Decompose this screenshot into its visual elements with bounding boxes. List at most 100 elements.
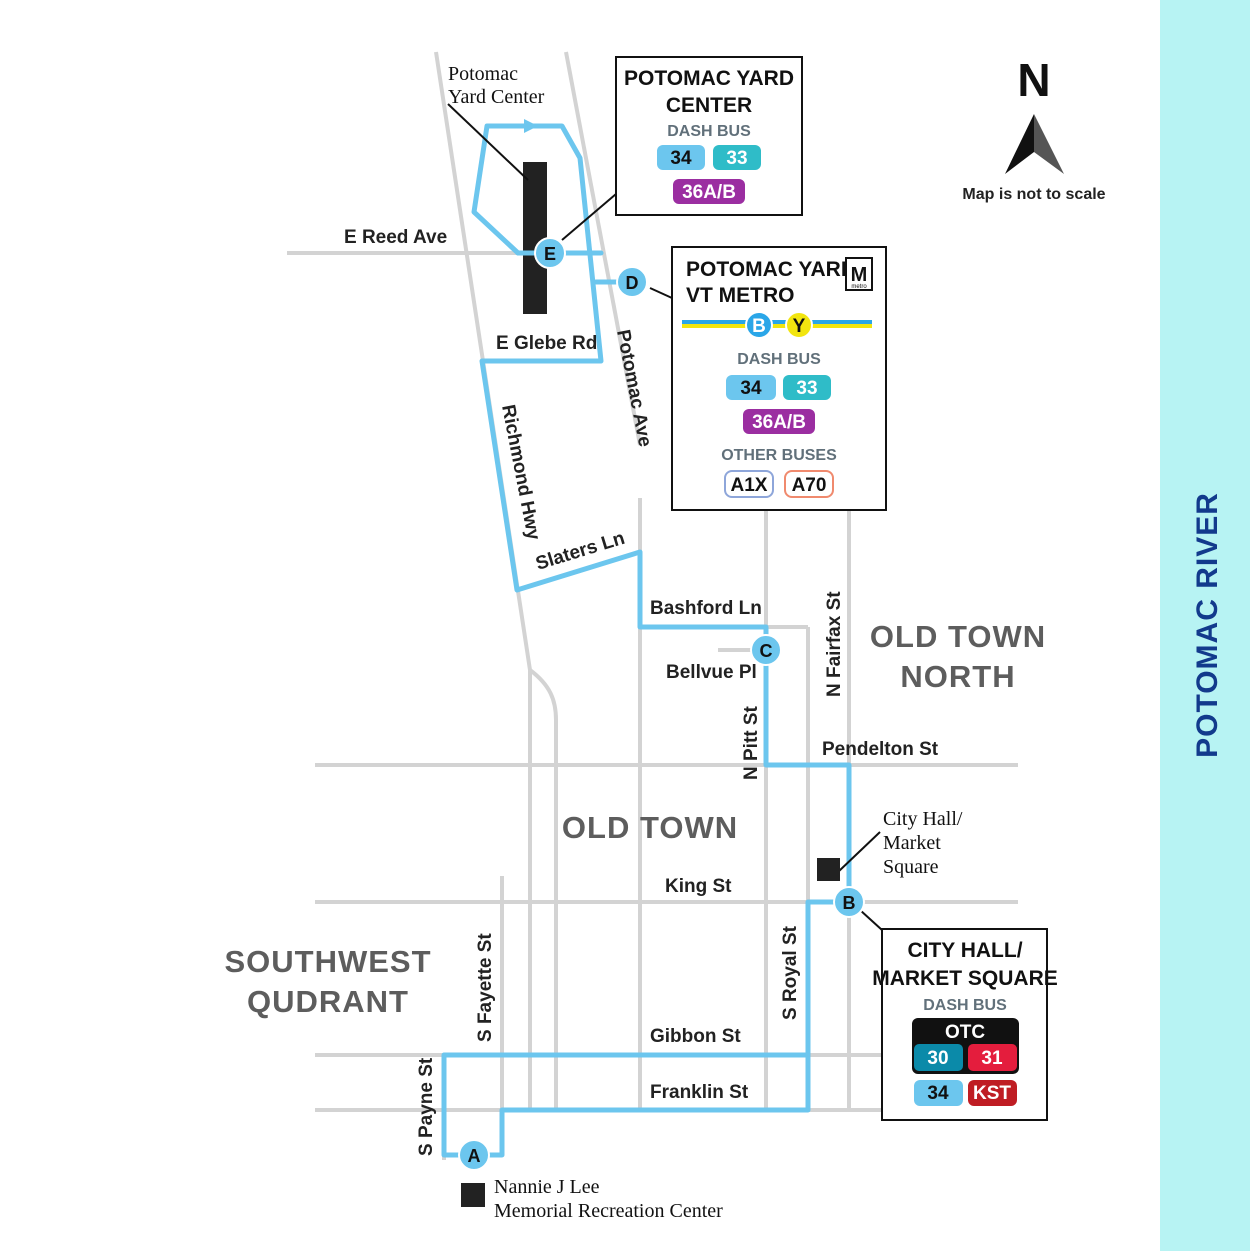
- stop-e[interactable]: E: [534, 237, 566, 269]
- label-potomac-ave: Potomac Ave: [612, 328, 655, 449]
- compass-arrow-left-icon: [1005, 114, 1034, 174]
- stop-c-label: C: [760, 641, 773, 661]
- svg-text:A1X: A1X: [731, 475, 768, 496]
- label-franklin-st: Franklin St: [650, 1082, 749, 1103]
- svg-text:36A/B: 36A/B: [682, 182, 736, 203]
- district-southwest-line1: SOUTHWEST: [224, 944, 431, 979]
- place-nannie-lee-line1: Nannie J Lee: [494, 1176, 600, 1198]
- svg-text:33: 33: [726, 148, 747, 169]
- place-city-hall-line3: Square: [883, 856, 939, 878]
- vt-metro-dash-label: DASH BUS: [737, 351, 821, 368]
- info-box-vt-metro: POTOMAC YARD – VT METRO M metro B Y DASH…: [671, 246, 887, 511]
- svg-text:34: 34: [740, 378, 762, 399]
- north-arrow: N Map is not to scale: [962, 54, 1105, 203]
- city-hall-marker: [817, 858, 840, 881]
- vt-metro-title-line2: VT METRO: [686, 284, 795, 307]
- svg-text:A70: A70: [792, 475, 827, 496]
- scale-note: Map is not to scale: [962, 186, 1105, 203]
- place-nannie-lee-line2: Memorial Recreation Center: [494, 1200, 723, 1222]
- svg-text:33: 33: [796, 378, 817, 399]
- badge-31: [968, 1044, 1017, 1071]
- potomac-river: [1160, 0, 1250, 1251]
- route-direction-arrow-icon: [524, 119, 538, 133]
- badge-a1x[interactable]: A1X: [724, 470, 774, 498]
- street-potomac-ave: [564, 51, 642, 446]
- nannie-lee-marker: [461, 1183, 485, 1207]
- metro-line-b[interactable]: B: [745, 311, 773, 339]
- stop-d-label: D: [626, 273, 639, 293]
- badge-34[interactable]: 34: [657, 145, 705, 170]
- place-city-hall-line2: Market: [883, 832, 941, 854]
- city-hall-title-line1: CITY HALL/: [907, 939, 1022, 962]
- svg-text:M: M: [851, 264, 868, 286]
- district-southwest-line2: QUDRANT: [247, 984, 409, 1019]
- place-city-hall-line1: City Hall/: [883, 808, 963, 830]
- badge-34[interactable]: 34: [726, 375, 776, 400]
- label-s-fayette-st: S Fayette St: [475, 933, 496, 1042]
- yard-center-title-line2: CENTER: [666, 94, 752, 117]
- district-old-town-north-line2: NORTH: [900, 659, 1015, 694]
- label-n-fairfax-st: N Fairfax St: [824, 591, 845, 697]
- stop-b[interactable]: B: [833, 886, 865, 918]
- badge-34[interactable]: 34: [914, 1080, 963, 1106]
- svg-text:metro: metro: [851, 284, 867, 290]
- svg-text:36A/B: 36A/B: [752, 412, 806, 433]
- badge-36ab[interactable]: 36A/B: [743, 409, 815, 434]
- label-bashford-ln: Bashford Ln: [650, 598, 762, 619]
- stop-a[interactable]: A: [458, 1139, 490, 1171]
- label-s-royal-st: S Royal St: [780, 925, 801, 1020]
- vt-metro-other-label: OTHER BUSES: [721, 447, 837, 464]
- leader-lines: [447, 103, 883, 931]
- place-potomac-yard-center-line2: Yard Center: [448, 86, 545, 108]
- metro-logo-icon: M metro: [845, 257, 873, 291]
- svg-text:30: 30: [927, 1048, 948, 1069]
- metro-yellow-line-bar: [682, 324, 872, 328]
- district-old-town: OLD TOWN: [562, 810, 738, 845]
- badge-otc-group[interactable]: OTC 30 31: [912, 1018, 1019, 1074]
- potomac-yard-center-building: [523, 162, 547, 314]
- info-box-yard-center: POTOMAC YARD CENTER DASH BUS 34 33 36A/B: [615, 56, 803, 216]
- city-hall-dash-label: DASH BUS: [923, 997, 1007, 1014]
- stop-d[interactable]: D: [616, 266, 648, 298]
- stop-b-label: B: [843, 893, 856, 913]
- label-bellvue-pl: Bellvue Pl: [666, 662, 757, 683]
- badge-33[interactable]: 33: [783, 375, 831, 400]
- badge-a70[interactable]: A70: [784, 470, 834, 498]
- label-e-reed-ave: E Reed Ave: [344, 227, 447, 248]
- stop-c[interactable]: C: [750, 634, 782, 666]
- metro-blue-line-bar: [682, 320, 872, 324]
- svg-text:KST: KST: [973, 1083, 1011, 1104]
- label-e-glebe-rd: E Glebe Rd: [496, 333, 597, 354]
- label-slaters-ln: Slaters Ln: [533, 528, 627, 575]
- badge-otc-label: OTC: [945, 1022, 985, 1043]
- badge-30: [914, 1044, 963, 1071]
- label-king-st: King St: [665, 876, 732, 897]
- metro-line-y[interactable]: Y: [785, 311, 813, 339]
- yard-center-dash-label: DASH BUS: [667, 123, 751, 140]
- stop-e-label: E: [544, 244, 556, 264]
- svg-text:34: 34: [927, 1083, 949, 1104]
- yard-center-title-line1: POTOMAC YARD: [624, 67, 794, 90]
- svg-text:Y: Y: [793, 316, 806, 337]
- label-n-pitt-st: N Pitt St: [741, 705, 762, 780]
- svg-text:B: B: [752, 316, 766, 337]
- street-rail-curve: [528, 668, 558, 1110]
- label-s-payne-st: S Payne St: [416, 1057, 437, 1156]
- river-label: POTOMAC RIVER: [1191, 492, 1224, 758]
- badge-33[interactable]: 33: [713, 145, 761, 170]
- vt-metro-title-line1: POTOMAC YARD –: [686, 258, 874, 281]
- stop-a-label: A: [468, 1146, 481, 1166]
- label-pendelton-st: Pendelton St: [822, 739, 939, 760]
- badge-36ab[interactable]: 36A/B: [673, 179, 745, 204]
- svg-text:31: 31: [981, 1048, 1003, 1069]
- label-gibbon-st: Gibbon St: [650, 1026, 741, 1047]
- north-letter: N: [1017, 54, 1050, 106]
- route-path: [441, 123, 852, 1158]
- svg-text:34: 34: [670, 148, 692, 169]
- info-box-city-hall: CITY HALL/ MARKET SQUARE DASH BUS OTC 30…: [872, 928, 1058, 1121]
- badge-kst[interactable]: KST: [968, 1080, 1017, 1106]
- district-old-town-north-line1: OLD TOWN: [870, 619, 1046, 654]
- city-hall-title-line2: MARKET SQUARE: [872, 967, 1058, 990]
